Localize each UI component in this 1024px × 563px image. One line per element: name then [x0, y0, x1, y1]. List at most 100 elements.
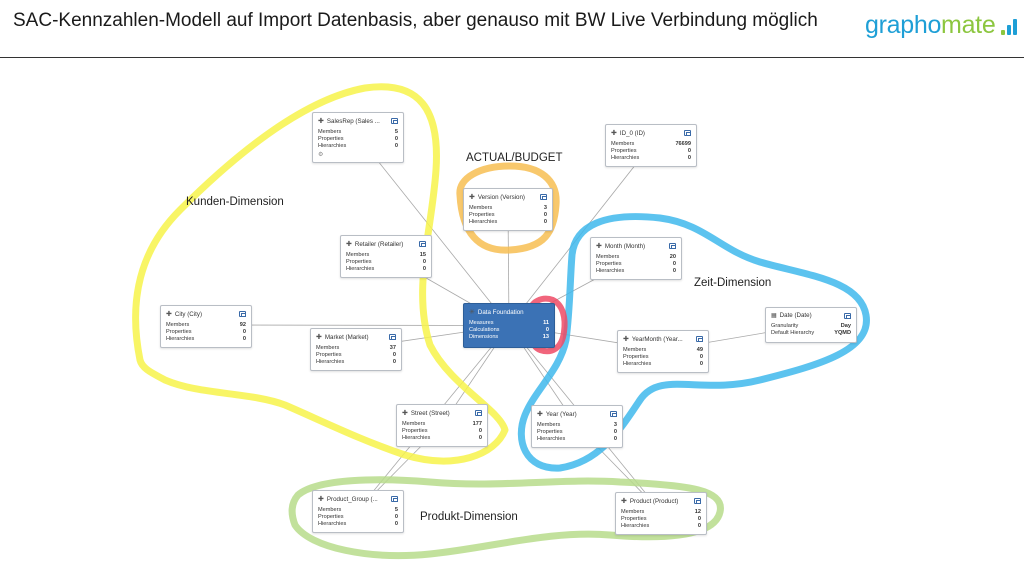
node-title: Month (Month)	[604, 242, 646, 250]
row-label: Members	[166, 322, 190, 328]
row-value: 0	[545, 327, 549, 333]
logo-text-part2: mate	[941, 11, 996, 39]
copy-icon[interactable]	[696, 336, 703, 342]
row-label: Hierarchies	[596, 268, 625, 274]
row-value: 13	[542, 334, 549, 340]
node-title: ID_0 (ID)	[619, 129, 645, 137]
copy-icon[interactable]	[844, 312, 851, 319]
node-title: SalesRep (Sales ...	[326, 117, 380, 125]
dimension-icon: ✚	[346, 241, 352, 248]
row-label: Members	[537, 422, 561, 428]
row-value: 0	[394, 521, 398, 527]
node-row: Members 177	[402, 421, 482, 428]
row-label: Members	[621, 509, 645, 515]
copy-icon[interactable]	[694, 498, 701, 504]
row-value: 0	[672, 268, 676, 274]
dimension-icon: ✚	[623, 336, 629, 343]
row-label: Properties	[537, 429, 563, 435]
row-label: Default Hierarchy	[771, 330, 815, 336]
dimension-icon: ✚	[596, 243, 602, 250]
row-label: Properties	[611, 148, 637, 154]
row-label: Members	[402, 421, 426, 427]
row-value: 37	[389, 345, 396, 351]
row-value: 0	[697, 523, 701, 529]
row-value: 0	[697, 516, 701, 522]
row-label: Hierarchies	[621, 523, 650, 529]
node-title: Product_Group (...	[326, 495, 378, 503]
dimension-icon: ✚	[537, 411, 543, 418]
copy-icon[interactable]	[669, 243, 676, 249]
logo-bars-icon	[1001, 19, 1019, 35]
row-value: 3	[543, 205, 547, 211]
node-title: Retailer (Retailer)	[354, 240, 404, 248]
row-value: 0	[699, 354, 703, 360]
row-label: Properties	[402, 428, 428, 434]
copy-icon[interactable]	[389, 334, 396, 340]
node-title: City (City)	[174, 310, 203, 318]
row-label: Calculations	[469, 327, 500, 333]
row-label: Properties	[346, 259, 372, 265]
row-value: 0	[687, 148, 691, 154]
node-title: Date (Date)	[779, 312, 812, 319]
calendar-icon: ▦	[771, 313, 777, 319]
edge-foundation-city	[205, 324, 510, 326]
copy-icon[interactable]	[419, 241, 426, 247]
row-label: Members	[611, 141, 635, 147]
dimension-icon: ✚	[402, 410, 408, 417]
actual-budget-label: ACTUAL/BUDGET	[466, 152, 563, 164]
copy-icon[interactable]	[540, 194, 547, 200]
row-label: Members	[316, 345, 340, 351]
row-value: 0	[478, 435, 482, 441]
row-value: 0	[422, 259, 426, 265]
copy-icon[interactable]	[610, 411, 617, 417]
node-row: Hierarchies 0	[402, 435, 482, 442]
row-value: 15	[419, 252, 426, 258]
row-value: 49	[696, 347, 703, 353]
node-title: Version (Version)	[477, 193, 525, 201]
row-value: 12	[694, 509, 701, 515]
row-label: Properties	[596, 261, 622, 267]
row-label: Properties	[469, 212, 495, 218]
row-value: 177	[472, 421, 482, 427]
node-title: Product (Product)	[629, 497, 679, 505]
row-label: Hierarchies	[623, 361, 652, 367]
actual-budget-highlight	[456, 162, 560, 254]
row-label: Members	[346, 252, 370, 258]
row-label: Properties	[166, 329, 192, 335]
copy-icon[interactable]	[391, 496, 398, 502]
node-row: Members 37	[316, 345, 396, 352]
copy-icon[interactable]	[684, 130, 691, 136]
node-title: YearMonth (Year...	[631, 335, 683, 343]
row-value: 3	[613, 422, 617, 428]
dimension-icon: ✚	[316, 334, 322, 341]
row-label: Hierarchies	[402, 435, 431, 441]
copy-icon[interactable]	[391, 118, 398, 124]
copy-icon[interactable]	[239, 311, 246, 317]
copy-icon[interactable]	[475, 410, 482, 416]
